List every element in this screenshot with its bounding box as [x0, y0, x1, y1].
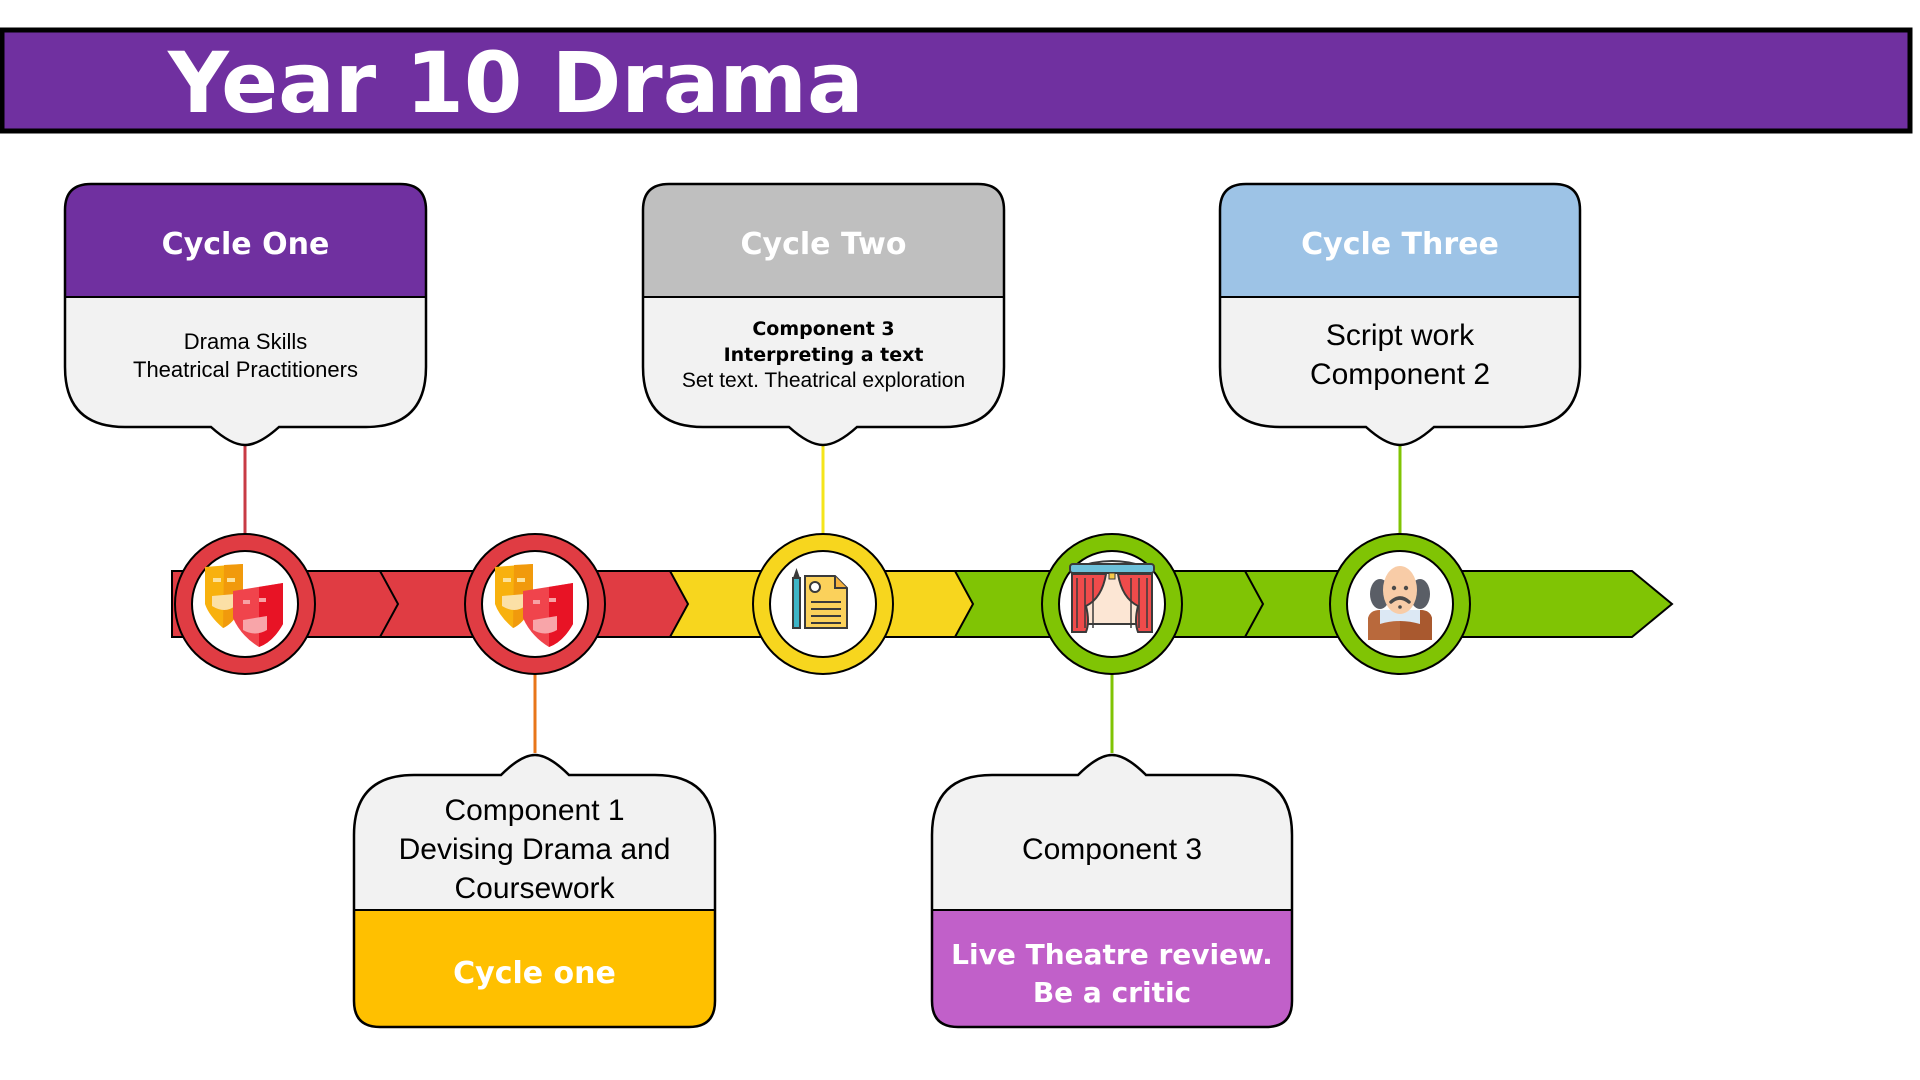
- mask-mouth: [502, 594, 525, 610]
- callout-line: Component 2: [1310, 358, 1490, 391]
- header-background: [0, 27, 1913, 134]
- mask-eye: [517, 578, 525, 582]
- pencil-tip: [793, 568, 800, 578]
- timeline-node: [174, 533, 316, 675]
- mask-eye: [503, 578, 511, 582]
- callout-footer-text: Cycle one: [453, 956, 616, 991]
- callout-outline: [641, 182, 1006, 447]
- connector-lines: [243, 445, 1402, 753]
- curtain-rod: [1069, 563, 1155, 574]
- callout-line: Devising Drama and: [399, 833, 671, 866]
- mustache: [1389, 596, 1411, 604]
- callout-line-bold: Interpreting a text: [724, 344, 924, 366]
- timeline-node: [752, 533, 894, 675]
- component-callout: Component 3 Live Theatre review. Be a crit…: [930, 753, 1294, 1029]
- theatre-masks-icon: [495, 564, 573, 647]
- callout-heading-bg: [65, 184, 426, 297]
- script-document-icon: [792, 568, 848, 629]
- eye: [1403, 585, 1409, 591]
- callout-heading-bg: [643, 184, 1004, 297]
- pencil-body: [792, 577, 801, 629]
- callout-outline: [1218, 182, 1582, 447]
- callout-line-bold: Component 3: [752, 318, 894, 340]
- component-callout: Component 1 Devising Drama andCourseworkC…: [352, 753, 717, 1029]
- mask-eye: [213, 578, 221, 582]
- callout-line: Component 1: [444, 794, 624, 827]
- stage-curtains-icon: [1069, 560, 1155, 633]
- cycle-heading: Cycle One: [162, 227, 330, 262]
- timeline-nodes: [174, 533, 1471, 675]
- ruff-collar: [1380, 610, 1420, 624]
- callout-heading-bg: [1220, 184, 1580, 297]
- mask-eye: [227, 578, 235, 582]
- document-circle: [809, 581, 821, 593]
- callout-footer-text: Be a critic: [1033, 976, 1191, 1009]
- shakespeare-icon: [1368, 566, 1432, 640]
- callout-line: Component 3: [1022, 833, 1202, 866]
- callout-line: Script work: [1326, 319, 1475, 352]
- callout-line: Theatrical Practitioners: [133, 357, 358, 382]
- theatre-masks-icon: [205, 564, 283, 647]
- header-banner: Year 10 Drama: [0, 27, 1913, 134]
- curtain-clasp: [1108, 572, 1116, 580]
- timeline-node: [1041, 533, 1183, 675]
- eye: [1391, 585, 1397, 591]
- callout-outline: [63, 182, 428, 447]
- curtain-right: [1116, 573, 1153, 633]
- mask-eye: [243, 600, 250, 604]
- mask-mouth: [533, 616, 557, 634]
- page-title: Year 10 Drama: [167, 34, 864, 132]
- callout-outline: [352, 753, 717, 1029]
- mask-eye: [549, 598, 556, 602]
- mask-mouth: [212, 594, 235, 610]
- cycle-heading: Cycle Two: [741, 227, 907, 262]
- callout-footer-bg: [932, 910, 1292, 1027]
- callout-footer-text: Live Theatre review.: [951, 938, 1273, 971]
- callout-line: Drama Skills: [184, 329, 307, 354]
- callout-line: Set text. Theatrical exploration: [682, 369, 965, 392]
- timeline-node: [464, 533, 606, 675]
- callout-footer-bg: [354, 910, 715, 1027]
- callout-outline: [930, 753, 1294, 1029]
- mask-eye: [533, 600, 540, 604]
- timeline-node: [1329, 533, 1471, 675]
- cycle-heading: Cycle Three: [1301, 227, 1499, 262]
- mask-eye: [259, 598, 266, 602]
- beard-tuft: [1398, 605, 1402, 609]
- curtain-left: [1071, 573, 1108, 633]
- mask-mouth: [243, 616, 267, 634]
- callout-line: Coursework: [454, 872, 615, 905]
- document-fold: [834, 576, 847, 589]
